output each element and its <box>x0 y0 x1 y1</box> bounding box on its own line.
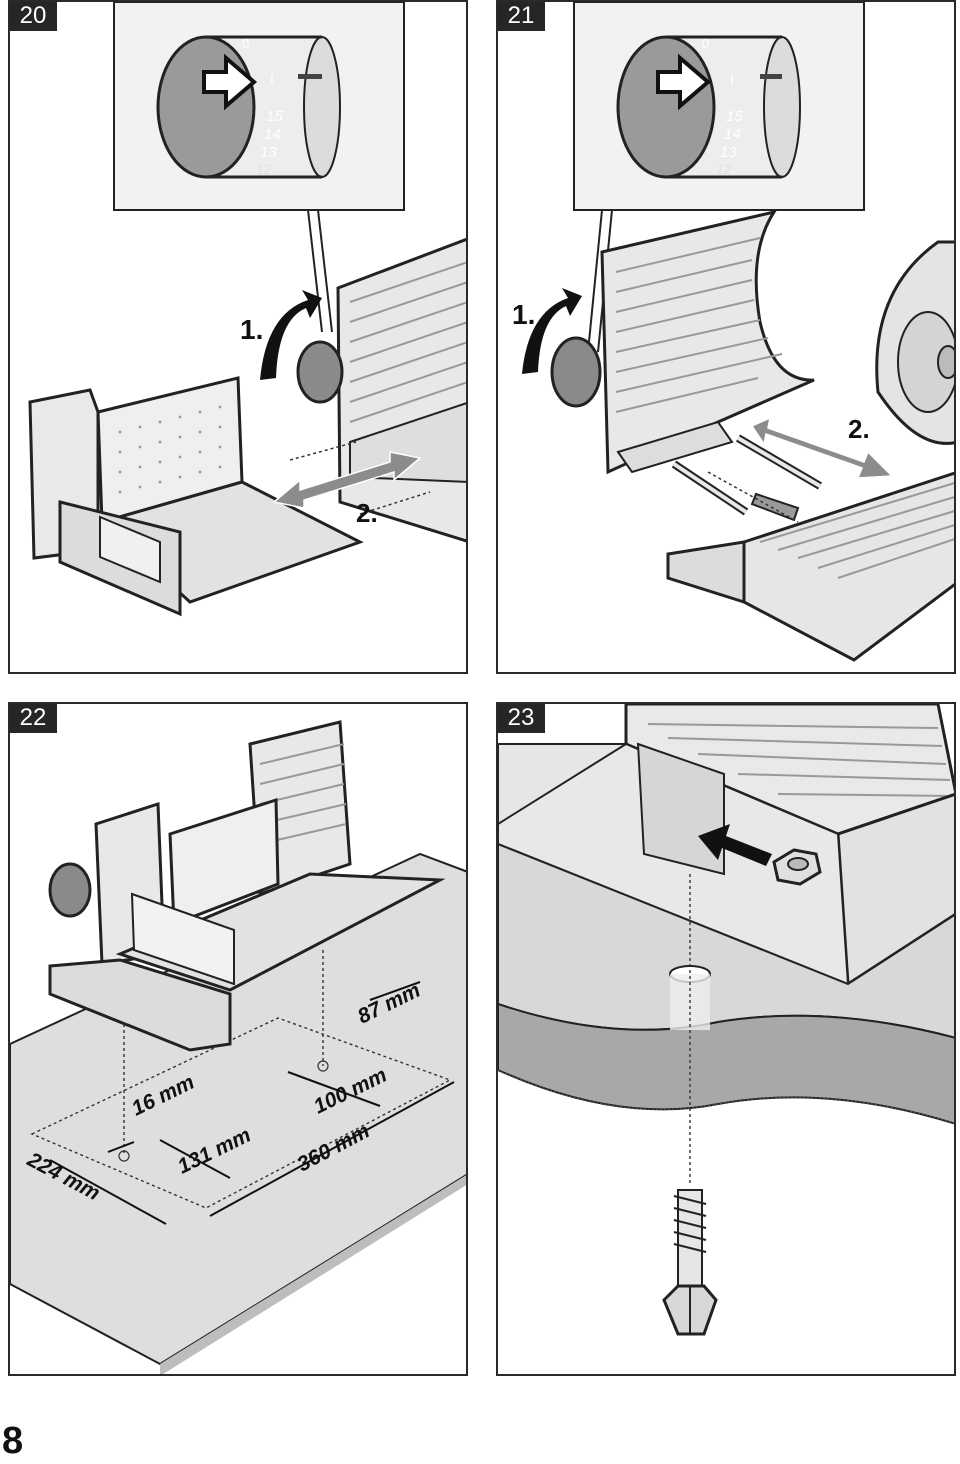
dial-mark: I <box>730 71 734 87</box>
mounting-dimensions-illustration: 87 mm 16 mm 100 mm 131 mm 224 mm 360 mm <box>10 720 466 1374</box>
figure-panel-21: 21 0 I 15 14 13 12 <box>496 0 956 674</box>
figure-panel-23: 23 <box>496 702 956 1376</box>
mounting-screw <box>662 1189 718 1336</box>
dial-mark: 15 <box>266 108 283 125</box>
dial-mark: 13 <box>720 144 737 161</box>
dial-mark: 14 <box>264 126 281 143</box>
page-number: 8 <box>2 1420 24 1462</box>
figure-panel-22: 22 87 mm 16 mm <box>8 702 468 1376</box>
dial-mark: 14 <box>724 126 741 143</box>
step-label: 1. <box>240 314 263 345</box>
thickness-dial: 0 I 15 14 13 12 <box>156 35 341 179</box>
arrow-right-icon <box>656 53 712 111</box>
figure-panel-20: 20 0 I 15 14 13 12 <box>8 0 468 674</box>
figure-number: 22 <box>10 704 57 733</box>
thickness-dial: 0 I 15 14 13 12 <box>616 35 801 179</box>
step-label: 2. <box>848 414 870 444</box>
dial-mark: I <box>270 71 274 87</box>
arrow-right-icon <box>202 53 258 111</box>
slide-arrow-icon <box>272 451 422 509</box>
slicer-illustration: 0 I 15 14 13 12 <box>28 2 466 617</box>
dial-mark: 13 <box>260 144 277 161</box>
dial-mark: 0 <box>702 36 709 51</box>
dial-mark: 0 <box>242 36 249 51</box>
foot-mounting-illustration <box>498 704 954 1336</box>
dial-mark: 12 <box>256 161 272 177</box>
curved-arrow-icon <box>260 290 322 380</box>
step-label: 1. <box>512 299 535 330</box>
slide-arrow-icon <box>750 416 894 479</box>
step-label: 2. <box>356 498 378 528</box>
figure-number: 23 <box>498 704 545 733</box>
insert-arrow-icon <box>698 824 772 866</box>
figure-number: 21 <box>498 2 545 31</box>
slicer-illustration: 0 I 15 14 13 12 <box>512 2 954 662</box>
curved-arrow-icon <box>522 288 582 374</box>
figure-number: 20 <box>10 2 57 31</box>
dial-mark: 12 <box>716 161 732 177</box>
dial-mark: 15 <box>726 108 743 125</box>
